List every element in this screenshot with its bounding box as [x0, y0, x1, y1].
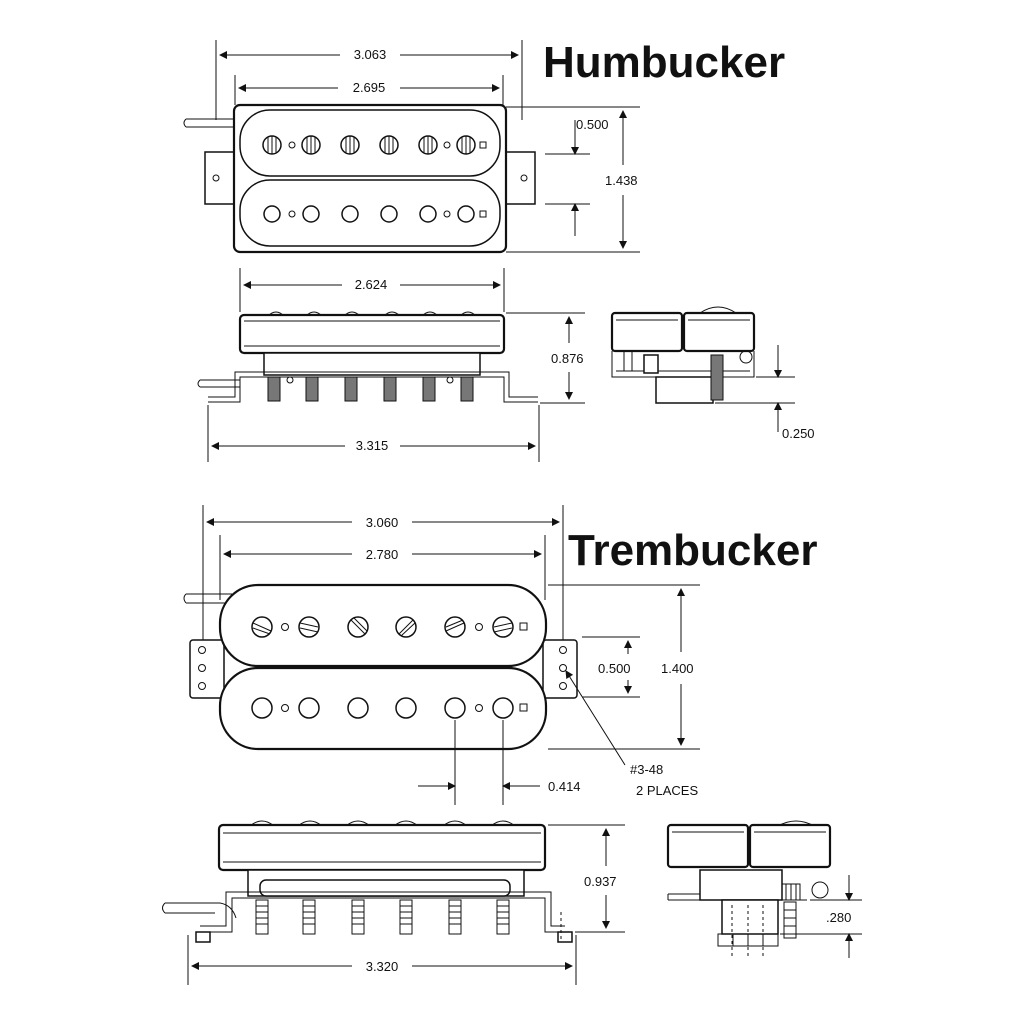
coil-top	[239, 109, 501, 177]
screw-leader	[565, 670, 626, 766]
coil-top	[218, 583, 548, 668]
dim-cover-width: 2.695	[353, 80, 386, 95]
dim-baseplate-width: 3.320	[366, 959, 399, 974]
trembucker-side-view	[162, 820, 573, 943]
dim-side-height: 0.937	[584, 874, 617, 889]
mounting-ear-left	[189, 639, 225, 699]
humbucker-section: Humbucker 3.063 2.695	[183, 38, 815, 462]
dim-side-height: 0.876	[551, 351, 584, 366]
humbucker-end-view	[610, 306, 756, 404]
lead-wire	[183, 118, 240, 128]
dim-leg-height: .280	[826, 910, 851, 925]
lead-wire	[183, 593, 232, 604]
dim-overall-height: 1.438	[605, 173, 638, 188]
screw-note-places: 2 PLACES	[636, 783, 698, 798]
pole-slugs-bottom	[251, 697, 528, 719]
mounting-hole	[212, 174, 220, 182]
trembucker-end-view	[666, 820, 832, 958]
pole-slugs-bottom	[263, 205, 487, 223]
humbucker-side-view	[197, 311, 538, 403]
trembucker-title: Trembucker	[568, 526, 817, 575]
coil-bottom	[239, 179, 501, 247]
pole-screws-top	[262, 135, 487, 155]
screw-note-size: #3-48	[630, 762, 663, 777]
dim-overall-width: 3.063	[354, 47, 387, 62]
dim-cover-width: 2.780	[366, 547, 399, 562]
dim-base-width: 2.624	[355, 277, 388, 292]
mounting-ear-left	[204, 151, 238, 205]
mounting-ear-right	[502, 151, 536, 205]
mounting-hole	[520, 174, 528, 182]
dim-overall-height: 1.400	[661, 661, 694, 676]
trembucker-section: Trembucker 3.060 2.780	[162, 505, 862, 985]
dim-pole-offset: 0.414	[548, 779, 581, 794]
dim-leg-height: 0.250	[782, 426, 815, 441]
dim-pole-spacing: 0.500	[576, 117, 609, 132]
coil-bottom	[218, 666, 548, 751]
dim-pole-spacing: 0.500	[598, 661, 631, 676]
dim-overall-width: 3.060	[366, 515, 399, 530]
pole-screws-top	[251, 616, 528, 638]
humbucker-title: Humbucker	[543, 38, 785, 87]
dim-baseplate-width: 3.315	[356, 438, 389, 453]
